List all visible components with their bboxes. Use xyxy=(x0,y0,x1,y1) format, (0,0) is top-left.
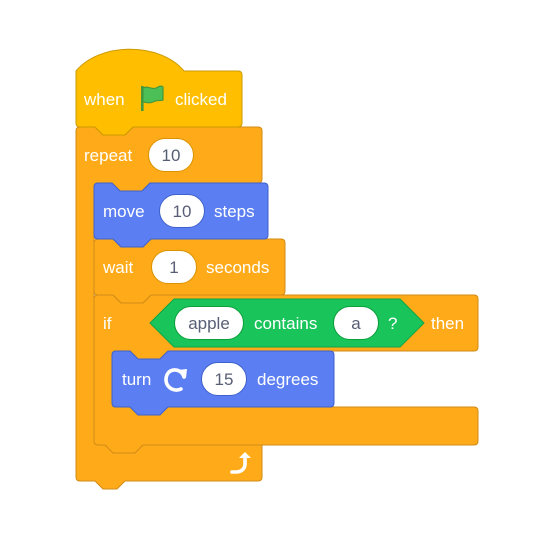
repeat-count-input[interactable]: 10 xyxy=(148,138,194,172)
turn-label: turn xyxy=(122,370,152,389)
when-label: when xyxy=(84,90,125,109)
contains-left-input[interactable]: apple xyxy=(174,306,244,340)
loop-arrow-icon xyxy=(230,452,251,474)
clicked-label: clicked xyxy=(175,90,227,109)
turn-degrees-input[interactable]: 15 xyxy=(201,362,247,396)
wait-seconds-input[interactable]: 1 xyxy=(151,250,197,284)
rotate-right-icon xyxy=(164,368,187,392)
green-flag-icon xyxy=(141,85,164,111)
if-label: if xyxy=(103,314,112,333)
move-label: move xyxy=(103,202,145,221)
wait-label: wait xyxy=(103,258,134,277)
steps-label: steps xyxy=(214,202,255,221)
then-label: then xyxy=(431,314,465,333)
contains-label: contains xyxy=(254,314,318,333)
seconds-label: seconds xyxy=(206,258,270,277)
degrees-label: degrees xyxy=(257,370,319,389)
repeat-label: repeat xyxy=(84,146,133,165)
question-mark-label: ? xyxy=(388,314,398,333)
contains-right-input[interactable]: a xyxy=(333,306,379,340)
move-steps-input[interactable]: 10 xyxy=(159,194,205,228)
